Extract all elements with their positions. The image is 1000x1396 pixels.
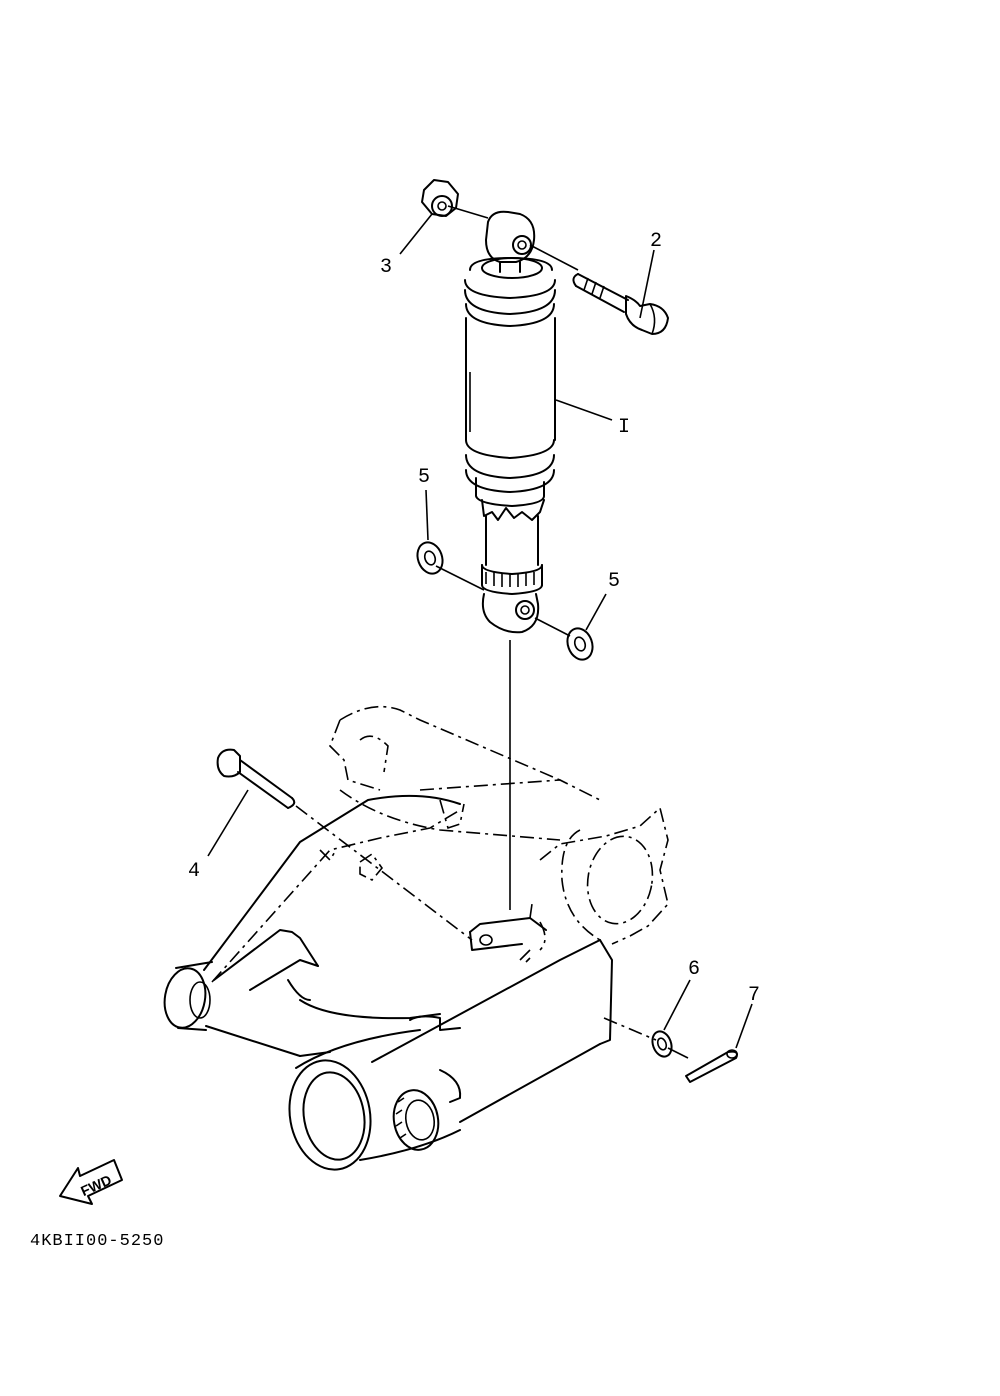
shock-upper-bolt bbox=[572, 273, 669, 335]
washer-6 bbox=[651, 1030, 673, 1058]
washer-lower-right bbox=[566, 627, 594, 661]
shock-upper-nut bbox=[421, 179, 459, 217]
fwd-label: FWD bbox=[78, 1172, 114, 1200]
washer-upper-left bbox=[416, 541, 444, 575]
callout-leaders bbox=[207, 213, 753, 1049]
callout-4: 4 bbox=[188, 860, 200, 883]
callout-5-lower: 5 bbox=[608, 570, 620, 593]
swingarm bbox=[163, 705, 669, 1171]
callout-3: 3 bbox=[380, 256, 392, 279]
part-diagram-code: 4KBII00-5250 bbox=[30, 1232, 165, 1251]
cotter-pin bbox=[685, 1049, 738, 1083]
alignment-lines bbox=[295, 205, 689, 1059]
callout-6: 6 bbox=[688, 958, 700, 981]
callout-labels: I 2 3 4 5 5 6 7 bbox=[188, 230, 760, 1007]
callout-2: 2 bbox=[650, 230, 662, 253]
callout-5-upper: 5 bbox=[418, 466, 430, 489]
forward-direction-arrow: FWD bbox=[59, 1159, 123, 1205]
rear-shock-absorber bbox=[464, 210, 556, 634]
swingarm-pivot-bolt bbox=[216, 748, 296, 809]
callout-7: 7 bbox=[748, 984, 760, 1007]
callout-1: I bbox=[618, 416, 630, 439]
